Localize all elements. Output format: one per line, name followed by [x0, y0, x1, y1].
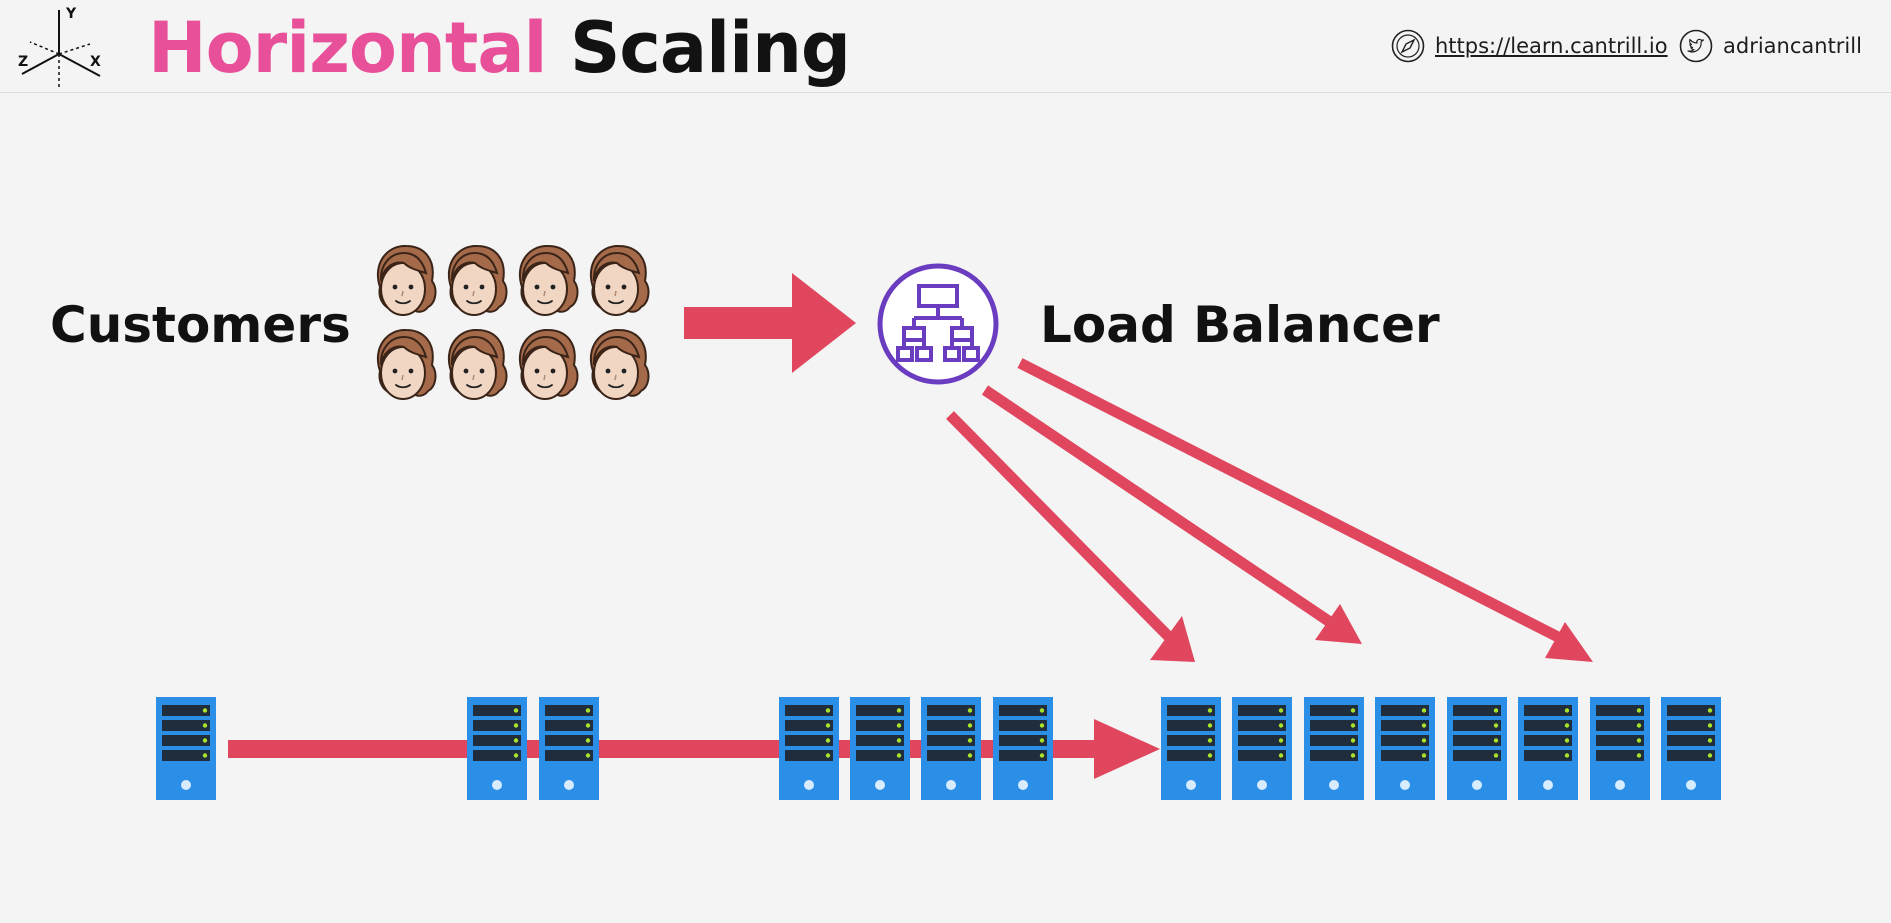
title-part-scaling: Scaling [569, 7, 851, 89]
logo-y-label: Y [65, 6, 77, 22]
server-icon [539, 697, 599, 800]
title-part-horizontal: Horizontal [148, 7, 548, 89]
xyz-axes-logo: Y Z X [18, 6, 101, 88]
lb-arrowhead-2 [1315, 604, 1362, 644]
slide-header: Y Z X Horizontal Scaling https://learn.c… [0, 0, 1891, 93]
website-link[interactable]: https://learn.cantrill.io [1391, 28, 1668, 64]
customer-face-icon [512, 243, 580, 321]
slide-title: Horizontal Scaling [148, 6, 851, 90]
load-balancer-icon [877, 263, 999, 385]
server-icon [1590, 697, 1650, 800]
twitter-handle[interactable]: adriancantrill [1679, 28, 1862, 64]
lb-arrow-2 [981, 385, 1334, 627]
customers-group [370, 243, 655, 408]
twitter-username: adriancantrill [1723, 34, 1862, 58]
lb-arrow-3 [1017, 358, 1563, 643]
customer-face-icon [370, 327, 438, 405]
server-icon [1161, 697, 1221, 800]
server-icon [779, 697, 839, 800]
logo-x-label: X [90, 54, 101, 70]
lb-arrowhead-1 [1150, 616, 1195, 662]
lb-arrowhead-3 [1545, 622, 1593, 662]
customer-face-icon [370, 243, 438, 321]
lb-arrow-1 [946, 411, 1174, 642]
server-icon [156, 697, 216, 800]
customers-to-lb-arrow [684, 273, 856, 373]
server-icon [921, 697, 981, 800]
server-icon [1661, 697, 1721, 800]
twitter-bird-icon [1679, 29, 1713, 63]
compass-icon [1391, 29, 1425, 63]
customer-face-icon [583, 327, 651, 405]
server-icon [1232, 697, 1292, 800]
customer-face-icon [441, 243, 509, 321]
server-icon [1375, 697, 1435, 800]
server-icon [1518, 697, 1578, 800]
website-url[interactable]: https://learn.cantrill.io [1435, 34, 1668, 58]
customer-face-icon [583, 243, 651, 321]
customer-face-icon [512, 327, 580, 405]
customer-face-icon [441, 327, 509, 405]
server-icon [850, 697, 910, 800]
server-icon [993, 697, 1053, 800]
server-icon [1447, 697, 1507, 800]
server-icon [467, 697, 527, 800]
logo-z-label: Z [18, 54, 28, 70]
load-balancer-label: Load Balancer [1040, 296, 1440, 354]
customers-label: Customers [50, 296, 351, 354]
server-icon [1304, 697, 1364, 800]
